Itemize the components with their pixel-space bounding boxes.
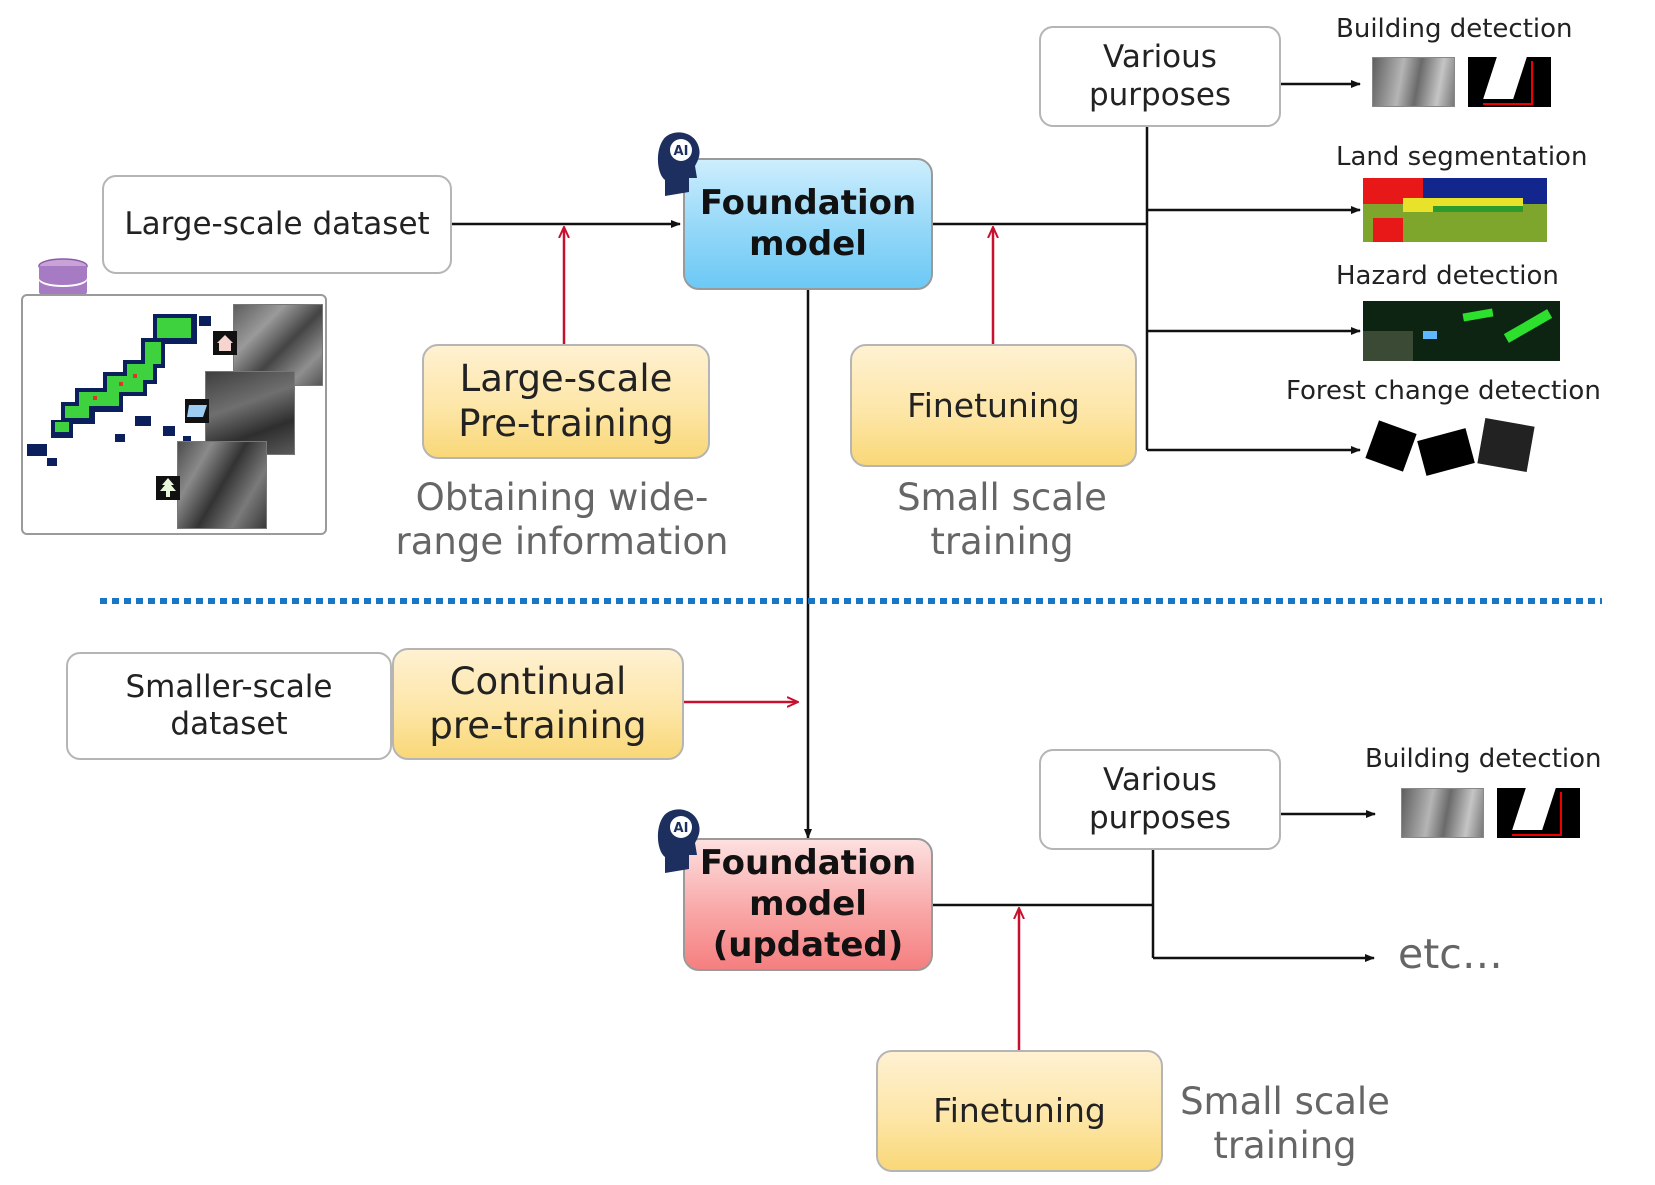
smaller-scale-dataset-label: Smaller-scale dataset — [125, 668, 333, 742]
continual-pretraining-label: Continual pre-training — [429, 659, 647, 747]
building-satellite-thumbnail-bottom — [1401, 788, 1484, 838]
task-label-hazard: Hazard detection — [1336, 261, 1559, 291]
pretraining-label: Large-scale Pre-training — [458, 357, 674, 445]
continual-pretraining-box: Continual pre-training — [392, 648, 684, 760]
land-segmentation-thumbnail — [1363, 178, 1547, 242]
finetuning-box: Finetuning — [850, 344, 1137, 467]
various-purposes-label: Various purposes — [1088, 39, 1232, 113]
finetuning-caption-bottom: Small scale training — [1180, 1080, 1390, 1168]
building-satellite-thumbnail — [1372, 57, 1455, 107]
pretraining-box: Large-scale Pre-training — [422, 344, 710, 459]
foundation-model-updated-label: Foundation model (updated) — [699, 843, 917, 965]
various-purposes-box-bottom: Various purposes — [1039, 749, 1281, 850]
dataset-illustration-frame — [21, 294, 327, 535]
large-scale-dataset-label: Large-scale dataset — [124, 205, 430, 242]
solar-panel-icon — [185, 399, 209, 423]
task-label-land: Land segmentation — [1336, 142, 1588, 172]
various-purposes-label-bottom: Various purposes — [1088, 762, 1232, 836]
hazard-detection-thumbnail — [1363, 301, 1560, 361]
finetuning-label-bottom: Finetuning — [933, 1091, 1106, 1131]
various-purposes-box: Various purposes — [1039, 26, 1281, 127]
etc-label: etc… — [1398, 930, 1503, 978]
satellite-tile-forest — [177, 441, 267, 529]
ai-badge-text: AI — [674, 144, 689, 159]
building-mask-thumbnail — [1468, 57, 1551, 107]
house-icon — [213, 331, 237, 355]
japan-map-image — [27, 314, 211, 466]
foundation-model-label: Foundation model — [699, 183, 917, 264]
finetuning-label: Finetuning — [907, 385, 1080, 425]
pretraining-caption: Obtaining wide- range information — [395, 476, 729, 564]
ai-head-icon: AI — [657, 132, 700, 196]
foundation-model-box: Foundation model — [683, 158, 933, 290]
building-mask-thumbnail-bottom — [1497, 788, 1580, 838]
finetuning-caption: Small scale training — [897, 476, 1107, 564]
foundation-model-updated-box: Foundation model (updated) — [683, 838, 933, 971]
large-scale-dataset-box: Large-scale dataset — [102, 175, 452, 274]
task-label-forest: Forest change detection — [1286, 376, 1601, 406]
forest-change-thumbnail — [1361, 416, 1540, 484]
ai-head-icon-bottom: AI — [657, 809, 700, 873]
task-label-building: Building detection — [1336, 14, 1573, 44]
smaller-scale-dataset-box: Smaller-scale dataset — [66, 652, 392, 760]
ai-badge-text-bottom: AI — [674, 821, 689, 836]
tree-icon — [156, 476, 180, 500]
finetuning-box-bottom: Finetuning — [876, 1050, 1163, 1172]
task-label-building-bottom: Building detection — [1365, 744, 1602, 774]
